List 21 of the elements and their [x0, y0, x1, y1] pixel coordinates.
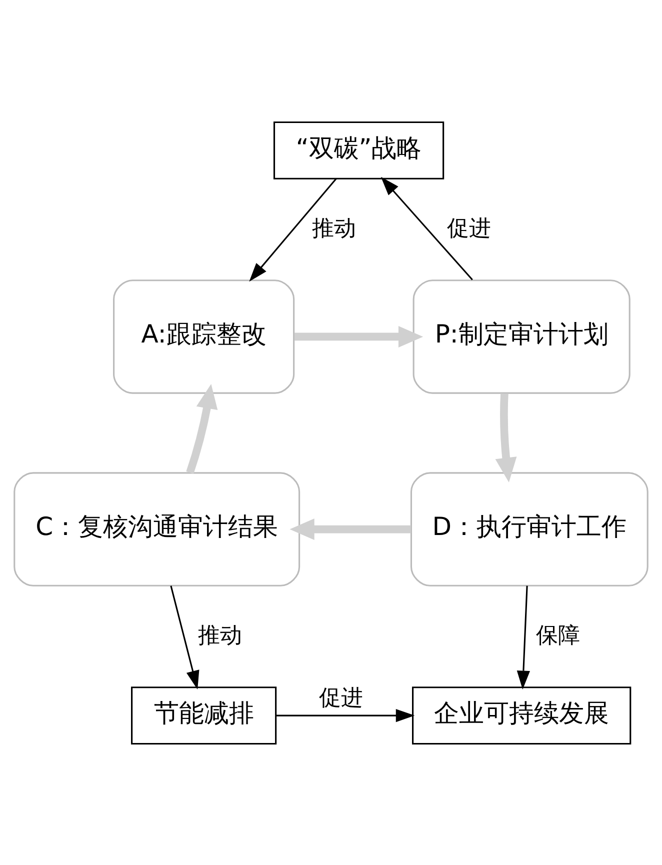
node-box: 企业可持续发展 — [412, 686, 632, 744]
arrow — [276, 708, 415, 722]
arrow — [249, 178, 337, 282]
arrow — [290, 518, 411, 540]
node-box: A:跟踪整改 — [113, 279, 295, 394]
arrow — [495, 392, 517, 482]
arrow — [186, 383, 218, 474]
node-box: “双碳”战略 — [273, 120, 444, 179]
node-box: 节能减排 — [131, 686, 277, 744]
edge-label: 促进 — [446, 216, 491, 241]
edge-label: 推动 — [198, 622, 242, 648]
node-box: D：执行审计工作 — [410, 472, 648, 586]
edge-label: 推动 — [312, 216, 356, 241]
arrow — [170, 585, 200, 689]
edge-label: 促进 — [318, 685, 363, 710]
arrow — [380, 176, 473, 280]
node-box: C：复核沟通审计结果 — [14, 472, 300, 586]
node-box: P:制定审计计划 — [412, 279, 630, 394]
arrow — [294, 325, 424, 347]
edge-label: 保障 — [536, 622, 580, 648]
arrow — [516, 585, 530, 690]
